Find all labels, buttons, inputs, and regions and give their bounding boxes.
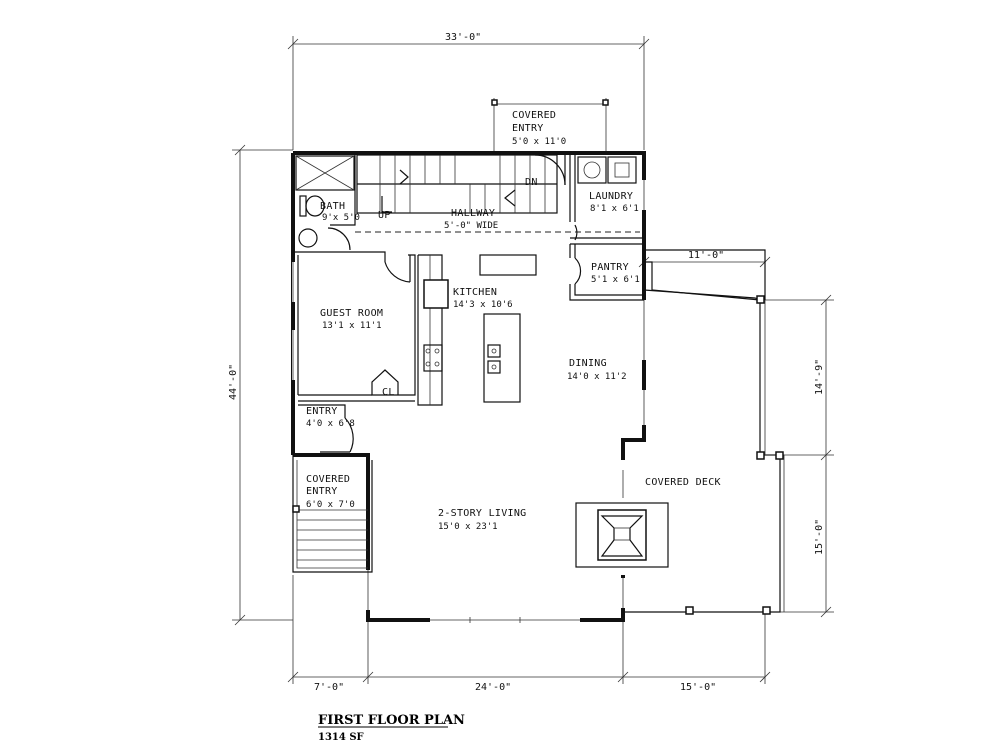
covered-entry-top-name: COVERED [512,110,556,121]
plan-area: 1314 SF [318,732,364,743]
laundry-size: 8'1 x 6'1 [590,204,639,214]
plan-title-block: FIRST FLOOR PLAN 1314 SF [318,713,465,743]
dim-bottom-mid: 24'-0" [475,682,511,693]
bath-size: 9'x 5'0 [322,213,360,223]
stairs-down-label: DN [525,177,538,188]
bath-name: BATH [320,201,345,212]
kitchen-size: 14'3 x 10'6 [453,300,513,310]
covered-entry-top [491,99,609,106]
covered-deck-name: COVERED DECK [645,477,721,488]
pantry-size: 5'1 x 6'1 [591,275,640,285]
hallway-name: HALLWAY [451,208,495,219]
stairs-up-label: UP [378,210,391,221]
plan-title: FIRST FLOOR PLAN [318,713,465,728]
kitchen-name: KITCHEN [453,287,497,298]
bath-fixtures [295,155,355,251]
laundry-name: LAUNDRY [589,191,633,202]
covered-entry-side-size: 6'0 x 7'0 [306,500,355,510]
dim-bottom-right: 15'-0" [680,682,716,693]
dim-deck-top: 11'-0" [688,250,724,261]
covered-entry-top-name2: ENTRY [512,123,544,134]
dining-name: DINING [569,358,607,369]
living-name: 2-STORY LIVING [438,508,527,519]
guest-room-size: 13'1 x 11'1 [322,321,382,331]
closet-name: CL [382,387,395,398]
dim-left: 44'-0" [228,364,239,400]
dim-right-lower: 15'-0" [814,519,825,555]
staircase [356,154,566,214]
laundry-fixtures [574,156,637,241]
covered-entry-top-size: 5'0 x 11'0 [512,137,566,147]
fireplace [575,502,669,568]
covered-entry-side-name: COVERED [306,474,350,485]
interior-walls [293,153,644,456]
dimension-lines [232,36,834,684]
covered-deck [623,249,785,615]
dim-top: 33'-0" [445,32,481,43]
hallway-size: 5'-0" WIDE [444,221,498,231]
covered-entry-side-name2: ENTRY [306,486,338,497]
entry-name: ENTRY [306,406,338,417]
dimension-labels: 33'-0" 44'-0" 7'-0" 24'-0" 15'-0" 11'-0"… [228,32,825,693]
living-size: 15'0 x 23'1 [438,522,498,532]
dining-size: 14'0 x 11'2 [567,372,627,382]
entry-size: 4'0 x 6'8 [306,419,355,429]
pantry-name: PANTRY [591,262,629,273]
doors [320,255,582,453]
dim-right-upper: 14'-9" [814,359,825,395]
room-labels: COVERED ENTRY 5'0 x 11'0 BATH 9'x 5'0 HA… [306,110,721,532]
dim-bottom-left: 7'-0" [314,682,344,693]
guest-room-name: GUEST ROOM [320,308,383,319]
covered-entry-side [292,455,373,573]
